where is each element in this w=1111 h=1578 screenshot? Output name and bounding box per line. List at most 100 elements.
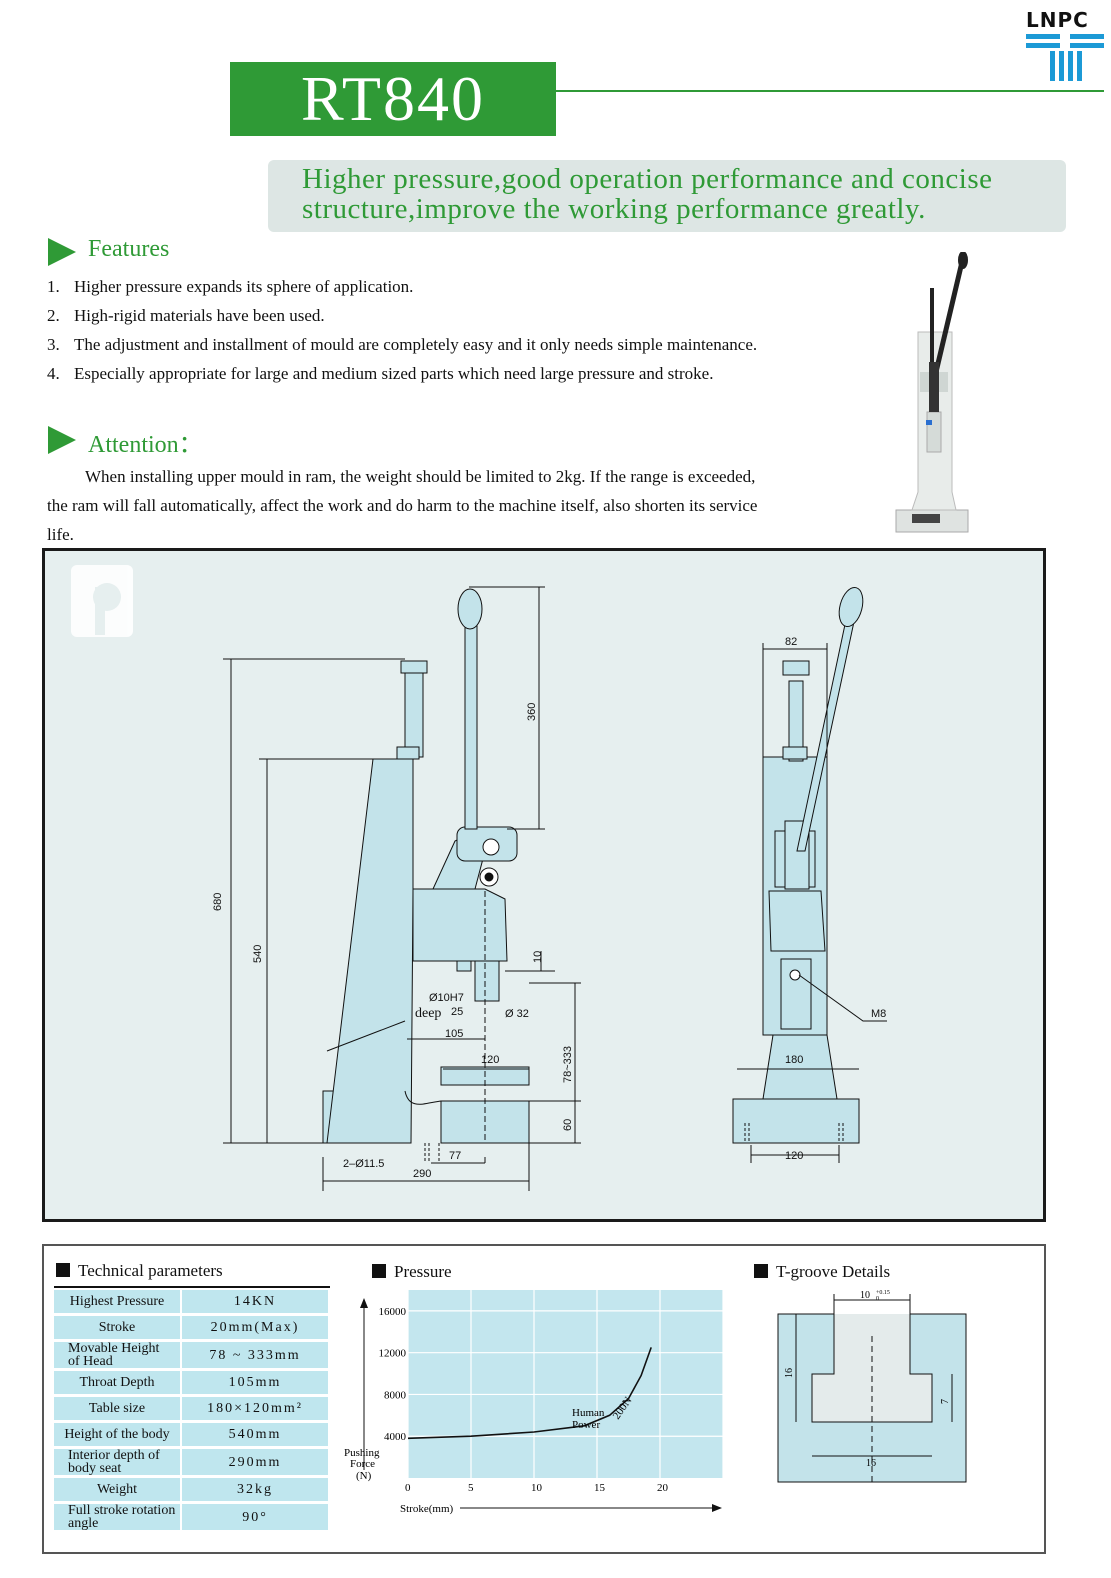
- param-value: 78 ~ 333mm: [182, 1342, 328, 1368]
- curve-label-line1: Human: [572, 1407, 605, 1419]
- brand-logo: LNPC: [1026, 8, 1106, 81]
- feature-num: 4.: [47, 364, 60, 383]
- ylabel-line3: (N): [356, 1470, 372, 1482]
- machine-photo: [895, 252, 969, 533]
- tagline-box: [268, 160, 1066, 232]
- tgroove-heading-text: T-groove Details: [776, 1262, 891, 1281]
- param-value: 32kg: [182, 1478, 328, 1501]
- logo-text: LNPC: [1026, 8, 1089, 32]
- tgroove-diagram: 10 +0.15 0 16 7 16: [777, 1290, 967, 1483]
- table-top-rule: [54, 1286, 330, 1288]
- param-value: 14KN: [182, 1290, 328, 1313]
- drawing-svg: 680 540 360 10 Ø10H7 deep 25 Ø 32 105 12…: [71, 565, 887, 1191]
- param-key-line: of Head: [68, 1354, 113, 1369]
- x-tick-label: 15: [594, 1482, 606, 1494]
- dim-105: 105: [445, 1028, 463, 1040]
- param-key: Throat Depth: [54, 1371, 182, 1394]
- param-value: 290mm: [182, 1449, 328, 1475]
- feature-num: 3.: [47, 335, 60, 354]
- curve-label-line2: Power: [572, 1419, 600, 1431]
- y-tick-label: 16000: [379, 1306, 407, 1318]
- dim-540: 540: [252, 945, 264, 963]
- param-key-line: Full stroke rotation: [68, 1503, 176, 1518]
- watermark-logo: [71, 565, 133, 637]
- series-line: [407, 1347, 652, 1440]
- param-value: 90°: [182, 1504, 328, 1530]
- param-key-line: angle: [68, 1516, 99, 1531]
- feature-item: 3. The adjustment and installment of moul…: [47, 330, 847, 359]
- x-tick-label: 20: [657, 1482, 669, 1494]
- dim-680: 680: [212, 893, 224, 911]
- tgroove-tolerance-upper: +0.15: [876, 1290, 890, 1296]
- dim-360: 360: [526, 703, 538, 721]
- dim-2x11-5: 2–Ø11.5: [343, 1158, 384, 1170]
- dim-180: 180: [785, 1054, 803, 1066]
- dim-deep-label: deep: [415, 1006, 441, 1021]
- param-key-line: Interior depth of: [68, 1448, 160, 1463]
- ylabel-line2: Force: [350, 1458, 375, 1470]
- x-axis-arrow-icon: [712, 1504, 722, 1512]
- model-title: RT840: [230, 62, 556, 136]
- tagline: Higher pressure,good operation performan…: [302, 163, 993, 225]
- feature-num: 2.: [47, 306, 60, 325]
- tgroove-width-top: 10: [860, 1290, 870, 1301]
- feature-text: Higher pressure expands its sphere of ap…: [74, 277, 414, 296]
- ylabel-line1: Pushing: [344, 1447, 380, 1459]
- param-value: 180×120mm²: [182, 1397, 328, 1420]
- feature-item: 4. Especially appropriate for large and m…: [47, 359, 847, 388]
- dim-m8: M8: [871, 1008, 886, 1020]
- xlabel: Stroke(mm): [400, 1503, 453, 1515]
- tgroove-heading: T-groove Details: [754, 1262, 890, 1282]
- dim-120-left: 120: [481, 1054, 499, 1066]
- param-key-line: Movable Height: [68, 1341, 160, 1356]
- tgroove-tolerance-lower: 0: [876, 1296, 879, 1302]
- attention-arrow-icon: [48, 426, 76, 454]
- dim-77: 77: [449, 1150, 461, 1162]
- dim-32: Ø 32: [505, 1008, 529, 1020]
- param-key-line: body seat: [68, 1461, 122, 1476]
- y-tick-label: 4000: [384, 1431, 407, 1443]
- dim-deep-25: 25: [451, 1006, 463, 1018]
- feature-item: 2.High-rigid materials have been used.: [47, 301, 847, 330]
- tgroove-height-16: 16: [784, 1368, 795, 1378]
- tech-heading: Technical parameters: [56, 1261, 223, 1281]
- dim-120-right: 120: [785, 1150, 803, 1162]
- dim-290: 290: [413, 1168, 431, 1180]
- param-key: Highest Pressure: [54, 1290, 182, 1313]
- y-axis-arrow-icon: [360, 1298, 368, 1308]
- feature-text: Especially appropriate for large and med…: [74, 364, 714, 383]
- tgroove-height-7: 7: [940, 1399, 951, 1404]
- param-key: Weight: [54, 1478, 182, 1501]
- pressure-heading-text: Pressure: [394, 1262, 452, 1281]
- dim-82: 82: [785, 636, 797, 648]
- square-bullet-icon: [372, 1264, 386, 1278]
- param-value: 105mm: [182, 1371, 328, 1394]
- param-key: Stroke: [54, 1316, 182, 1339]
- features-arrow-icon: [48, 238, 76, 266]
- pressure-heading: Pressure: [372, 1262, 452, 1282]
- feature-text: The adjustment and installment of mould …: [74, 335, 758, 354]
- plot-background: [408, 1290, 723, 1478]
- feature-num: 1.: [47, 277, 60, 296]
- x-tick-label: 0: [405, 1482, 411, 1494]
- dim-60: 60: [562, 1119, 574, 1131]
- y-tick-label: 8000: [384, 1389, 407, 1401]
- square-bullet-icon: [754, 1264, 768, 1278]
- title-rule: [556, 90, 1104, 92]
- dim-10: 10: [532, 951, 544, 963]
- attention-heading: Attention：: [88, 432, 203, 458]
- square-bullet-icon: [56, 1263, 70, 1277]
